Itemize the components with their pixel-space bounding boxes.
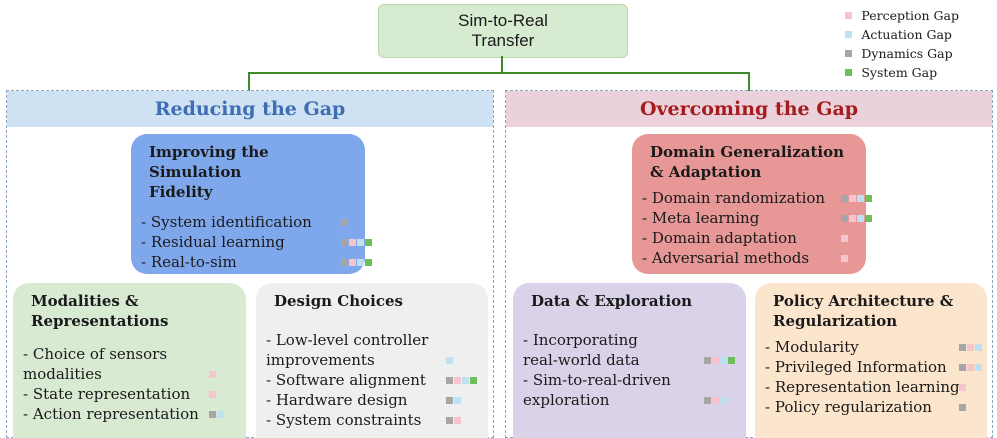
legend-item-dynamics: Dynamics Gap — [845, 44, 959, 63]
list-item: improvements — [266, 350, 478, 370]
list-item: - Privileged Information — [765, 357, 982, 377]
list-item: - Domain adaptation — [642, 228, 856, 248]
list-item: - Representation learning — [765, 377, 977, 397]
panel-overcoming-the-gap: Overcoming the Gap — [505, 90, 993, 438]
legend-item-actuation: Actuation Gap — [845, 25, 959, 44]
list-item: exploration — [523, 390, 736, 410]
list-item: - Policy regularization — [765, 397, 977, 417]
legend-label: System Gap — [861, 65, 938, 80]
legend-item-perception: Perception Gap — [845, 6, 959, 25]
box-title: Representations — [31, 312, 169, 330]
perception-gap-swatch-icon — [845, 12, 853, 19]
box-improving-simulation-fidelity: Improving the Simulation Fidelity - Syst… — [131, 134, 372, 274]
list-item: - Incorporating — [523, 331, 638, 349]
list-item: - Residual learning — [141, 232, 372, 252]
legend-label: Dynamics Gap — [861, 46, 953, 61]
box-title: Modalities & — [31, 292, 139, 310]
root-node-sim-to-real-transfer: Sim-to-Real Transfer — [378, 4, 628, 58]
heading-text: Reducing the Gap — [154, 98, 346, 120]
list-item: real-world data — [523, 350, 736, 370]
list-item: - System identification — [141, 212, 355, 232]
panel-reducing-the-gap: Reducing the Gap — [6, 90, 494, 438]
list-item: modalities — [23, 364, 236, 384]
list-item: - Hardware design — [266, 390, 478, 410]
list-item: - Action representation — [23, 404, 236, 424]
legend-item-system: System Gap — [845, 63, 959, 82]
list-item: - Sim-to-real-driven — [523, 371, 671, 389]
box-design-choices: Design Choices - Low-level controller im… — [256, 283, 488, 438]
legend-label: Perception Gap — [861, 8, 959, 23]
connector-right-drop — [748, 72, 750, 91]
box-title: Design Choices — [274, 292, 403, 310]
box-title: Data & Exploration — [531, 292, 693, 310]
actuation-gap-swatch-icon — [845, 31, 853, 38]
panel-heading-reducing: Reducing the Gap — [7, 91, 493, 127]
box-policy-architecture-regularization: Policy Architecture & Regularization - M… — [755, 283, 987, 438]
box-modalities-representations: Modalities & Representations - Choice of… — [13, 283, 246, 438]
connector-left-drop — [248, 72, 250, 91]
list-item: - Meta learning — [642, 208, 872, 228]
root-title-line-1: Sim-to-Real — [458, 11, 548, 30]
box-title: Policy Architecture & — [773, 292, 954, 310]
list-item: - Adversarial methods — [642, 248, 856, 268]
box-data-exploration: Data & Exploration - Incorporating real-… — [513, 283, 746, 438]
box-title: Fidelity — [149, 183, 213, 201]
list-item: - Real-to-sim — [141, 252, 372, 272]
list-item: - State representation — [23, 384, 236, 404]
connector-horizontal — [248, 72, 750, 74]
box-title: Domain Generalization — [650, 143, 845, 161]
panel-heading-overcoming: Overcoming the Gap — [506, 91, 992, 127]
list-item: - Modularity — [765, 337, 982, 357]
box-title: Improving the Simulation — [149, 143, 269, 181]
legend-label: Actuation Gap — [861, 27, 952, 42]
connector-stem — [501, 56, 503, 73]
list-item: - Software alignment — [266, 370, 478, 390]
box-domain-generalization-adaptation: Domain Generalization & Adaptation - Dom… — [632, 134, 872, 274]
box-title: & Adaptation — [650, 163, 762, 181]
list-item: - Domain randomization — [642, 188, 872, 208]
dynamics-gap-swatch-icon — [845, 50, 853, 57]
heading-text: Overcoming the Gap — [639, 98, 859, 120]
root-title-line-2: Transfer — [471, 31, 535, 50]
list-item: - Choice of sensors — [23, 345, 168, 363]
list-item: - Low-level controller — [266, 331, 429, 349]
list-item: - System constraints — [266, 410, 478, 430]
box-title: Regularization — [773, 312, 898, 330]
legend: Perception Gap Actuation Gap Dynamics Ga… — [845, 6, 959, 82]
system-gap-swatch-icon — [845, 69, 853, 76]
